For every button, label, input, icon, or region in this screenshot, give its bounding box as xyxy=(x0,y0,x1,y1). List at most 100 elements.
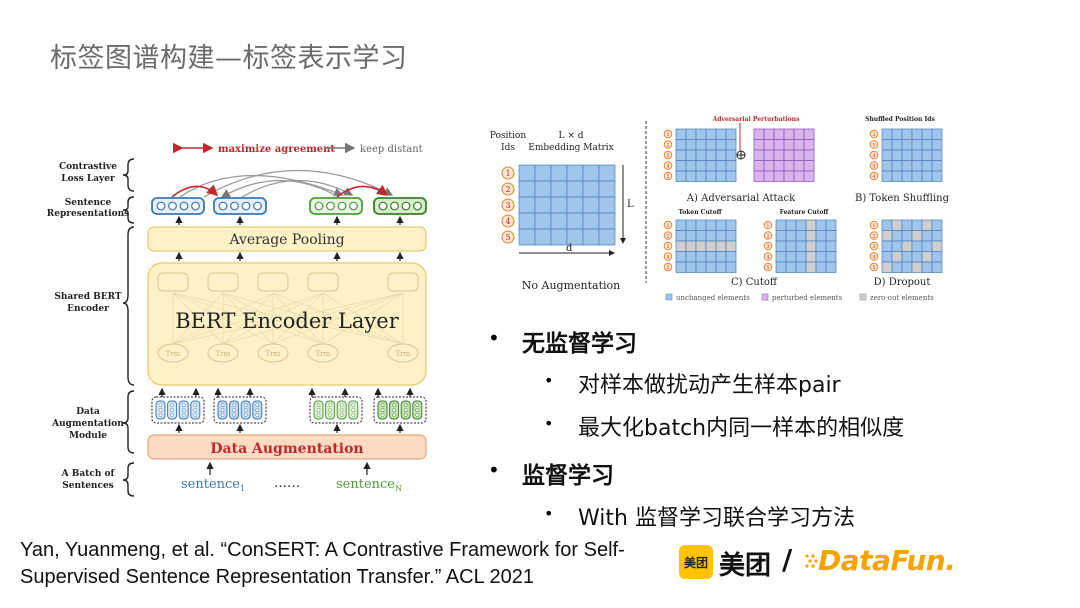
feature-cutoff-cell xyxy=(805,261,817,273)
shuffled-cell xyxy=(881,128,893,140)
dropout-cell xyxy=(921,251,933,263)
svg-text:unchanged elements: unchanged elements xyxy=(676,294,750,302)
matrix-cell xyxy=(534,212,552,230)
embedding-dim-circle xyxy=(156,201,166,211)
shuffled-cell xyxy=(911,160,923,172)
perturbed-cell xyxy=(803,160,815,172)
token-dim-dot xyxy=(392,403,396,407)
adversarial-cell xyxy=(715,149,727,161)
matrix-cell xyxy=(518,164,536,182)
position-id-circle xyxy=(501,182,515,196)
position-id-circle xyxy=(663,161,673,170)
dimension-L-label: L xyxy=(627,199,634,210)
dropout-cell xyxy=(891,230,903,242)
position-id-label: 2 xyxy=(505,185,510,194)
token-cutoff-cell xyxy=(685,219,697,231)
dropout-cell xyxy=(901,219,913,231)
embedding-dim-circle xyxy=(378,201,388,211)
dropout-cell xyxy=(891,251,903,263)
position-id-label: 1 xyxy=(666,132,669,138)
token-cutoff-cell xyxy=(695,219,707,231)
token-cutoff-cell xyxy=(675,219,687,231)
token-cutoff-cell xyxy=(715,230,727,242)
feature-cutoff-cell xyxy=(815,219,827,231)
feature-cutoff-cell xyxy=(825,251,837,263)
token-dim-dot xyxy=(220,403,225,407)
adversarial-cell xyxy=(705,170,717,182)
average-pooling-label: Average Pooling xyxy=(228,232,344,248)
consert-architecture-diagram: maximize agreement keep distant Contrast… xyxy=(47,142,427,497)
token-dim-dot xyxy=(243,408,248,412)
perturbed-cell xyxy=(793,160,805,172)
matrix-cell xyxy=(518,212,536,230)
shuffled-cell xyxy=(901,160,913,172)
token-dim-dot xyxy=(316,403,321,407)
token-cutoff-cell xyxy=(675,261,687,273)
token-dim-dot xyxy=(328,413,332,417)
token-dim-dot xyxy=(351,403,356,407)
perturbed-cell xyxy=(753,160,765,172)
svg-text:A Batch of: A Batch of xyxy=(61,469,116,479)
token-dim-dot xyxy=(170,408,174,412)
token-dim-dot xyxy=(158,403,163,407)
position-id-label: 3 xyxy=(872,244,875,250)
dropout-cell xyxy=(931,219,943,231)
token-cutoff-cell xyxy=(675,230,687,242)
position-id-circle xyxy=(663,171,673,181)
adversarial-cell xyxy=(725,160,737,172)
token-cutoff-cell xyxy=(685,261,697,273)
dropout-cell xyxy=(901,261,913,273)
matrix-cell xyxy=(550,196,568,214)
matrix-cell xyxy=(518,180,536,198)
dropout-cell xyxy=(881,219,893,231)
perturbed-cell xyxy=(773,139,785,151)
position-id-label: 4 xyxy=(872,174,875,180)
transformer-connection xyxy=(222,292,404,345)
sub-bullet-dot: • xyxy=(544,414,554,433)
dropout-cell xyxy=(891,261,903,273)
matrix-cell xyxy=(566,164,584,182)
matrix-cell xyxy=(598,180,616,198)
perturbed-cell xyxy=(803,128,815,140)
bullet-dot: • xyxy=(488,326,500,350)
position-id-label: 3 xyxy=(872,153,875,159)
token-dim-dot xyxy=(415,408,420,412)
token-cutoff-cell xyxy=(695,230,707,242)
augmented-token-frame xyxy=(213,396,267,424)
position-id-label: 5 xyxy=(666,174,669,180)
citation: Yan, Yuanmeng, et al. “ConSERT: A Contra… xyxy=(20,537,670,591)
position-ids-label-2: Ids xyxy=(501,143,515,153)
feature-cutoff-cell xyxy=(825,230,837,242)
feature-cutoff-cell xyxy=(825,219,837,231)
svg-text:Sentence: Sentence xyxy=(65,198,112,208)
transformer-block-top xyxy=(157,272,189,292)
dropout-cell xyxy=(921,219,933,231)
adversarial-cell xyxy=(675,128,687,140)
no-augmentation-matrix xyxy=(518,164,616,246)
position-id-circle xyxy=(869,129,879,139)
embedding-dim-circle xyxy=(337,201,347,211)
position-ids-label: Position xyxy=(490,131,527,141)
perturbed-cell xyxy=(803,170,815,182)
feature-cutoff-cell xyxy=(775,261,787,273)
token-dim-dot xyxy=(255,403,260,407)
transformer-block-label: Trm xyxy=(266,350,281,358)
position-id-circle xyxy=(869,140,879,149)
perturbed-cell xyxy=(793,149,805,161)
dropout-cell xyxy=(911,240,923,252)
transformer-block-top xyxy=(257,272,289,292)
meituan-badge-logo: 美团 xyxy=(679,545,713,579)
adversarial-cell xyxy=(725,128,737,140)
feature-cutoff-cell xyxy=(785,251,797,263)
perturbed-cell xyxy=(783,160,795,172)
position-id-label: 2 xyxy=(872,233,875,239)
feature-cutoff-cell xyxy=(795,230,807,242)
adversarial-attack-label: A) Adversarial Attack xyxy=(686,193,796,204)
token-cutoff-cell xyxy=(695,240,707,252)
matrix-cell xyxy=(598,196,616,214)
augmented-token-groups xyxy=(151,396,427,424)
feature-cutoff-cell xyxy=(775,251,787,263)
matrix-cell xyxy=(534,164,552,182)
